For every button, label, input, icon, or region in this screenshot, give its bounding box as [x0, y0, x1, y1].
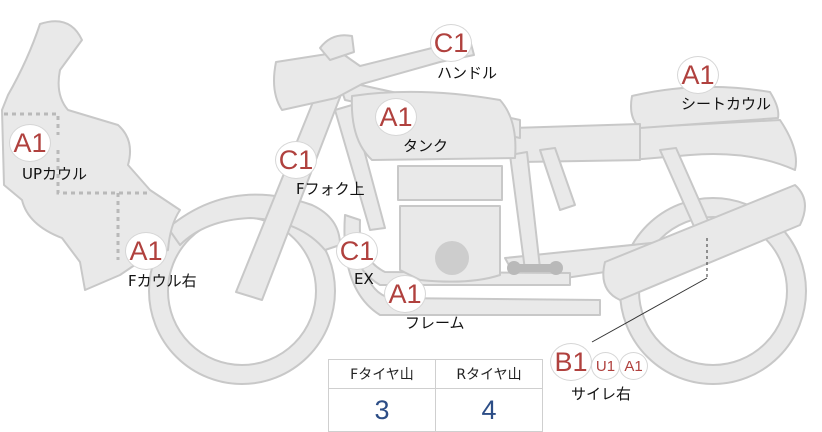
- muffler-right-label: サイレ右: [571, 385, 632, 403]
- f-fork-upper-label: Fフォク上: [296, 180, 365, 198]
- seat-cowl-grade-badge: A1: [677, 56, 719, 94]
- cylinder-head: [397, 165, 503, 201]
- frame-label: フレーム: [405, 314, 465, 332]
- front-tire-value: 3: [328, 388, 436, 432]
- handle-label: ハンドル: [437, 64, 498, 82]
- tank-grade-badge: A1: [375, 98, 417, 136]
- frame-grade-badge: A1: [384, 275, 426, 313]
- front-tire-header: Fタイヤ山: [328, 359, 436, 389]
- f-cowl-right-grade-badge: A1: [125, 232, 167, 270]
- muffler-right-extra-grade-a1: A1: [619, 352, 648, 380]
- seat: [510, 123, 641, 163]
- rear-tire-value: 4: [435, 388, 543, 432]
- muffler-right-grade-badge: B1: [550, 343, 592, 381]
- f-cowl-right-label: Fカウル右: [128, 272, 197, 290]
- tire-tread-table: Fタイヤ山 Rタイヤ山 3 4: [328, 359, 543, 432]
- up-cowl-label: UPカウル: [22, 165, 88, 183]
- tank-label: タンク: [403, 137, 449, 155]
- exhaust-grade-badge: C1: [336, 232, 378, 270]
- muffler-right-extra-grade-u1: U1: [591, 352, 620, 380]
- up-cowl-grade-badge: A1: [9, 124, 51, 162]
- muffler: [602, 184, 806, 301]
- rear-fender: [627, 119, 797, 171]
- seat-cowl-label: シートカウル: [681, 95, 772, 113]
- f-fork-upper-grade-badge: C1: [275, 141, 317, 179]
- handle-grade-badge: C1: [430, 24, 472, 62]
- rear-tire-header: Rタイヤ山: [435, 359, 543, 389]
- exhaust-label: EX: [354, 270, 374, 288]
- upper-cowl: [1, 20, 181, 291]
